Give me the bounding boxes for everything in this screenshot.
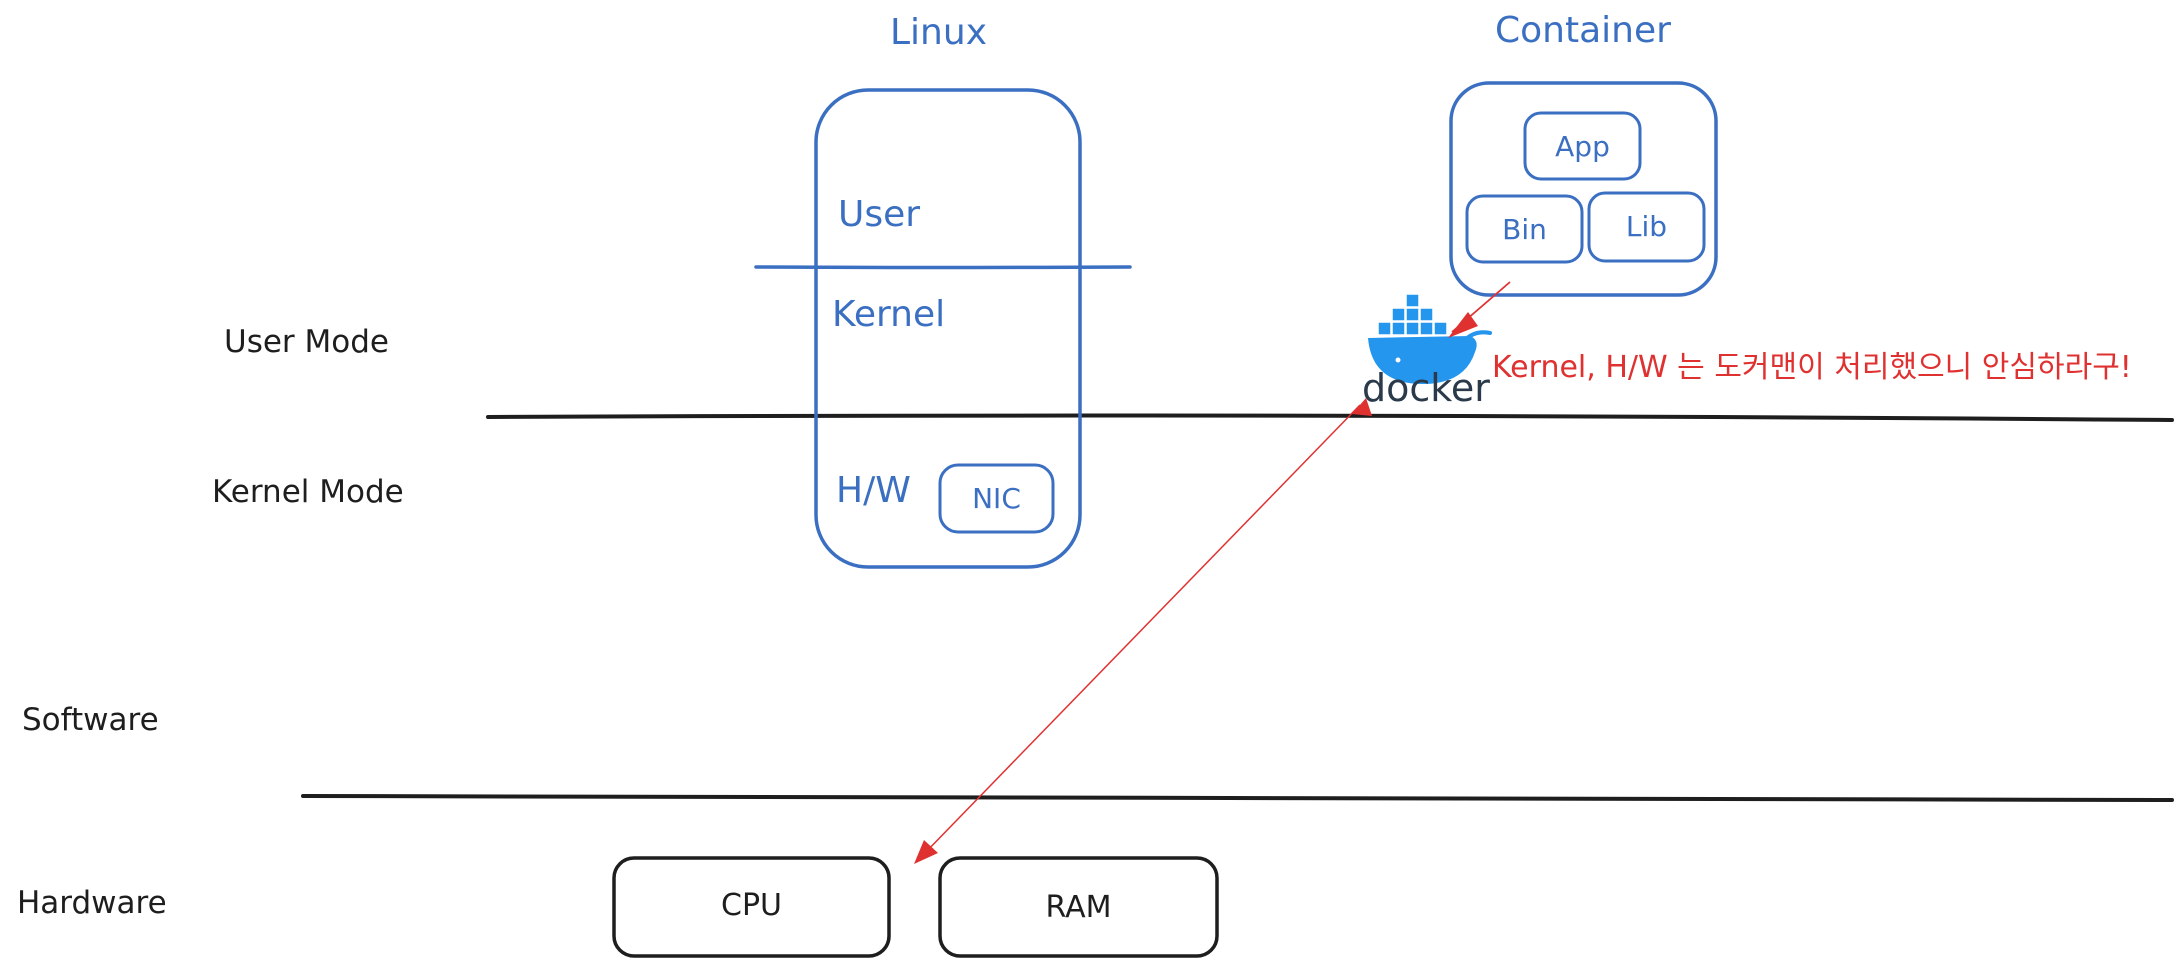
lib-box xyxy=(1587,191,1706,263)
docker-to-cpu-arrowhead xyxy=(914,840,938,864)
docker-to-cpu-arrow xyxy=(922,404,1361,856)
hardware-label: Hardware xyxy=(17,885,167,921)
lib-label: Lib xyxy=(1625,210,1668,243)
software-label: Software xyxy=(22,702,159,738)
docker-arrow-tail-head xyxy=(1352,398,1372,416)
linux-hw-label: H/W xyxy=(836,470,911,511)
kernel-mode-label: Kernel Mode xyxy=(212,474,404,510)
cpu-label: CPU xyxy=(721,888,782,923)
linux-box xyxy=(814,88,1082,569)
docker-note: Kernel, H/W 는 도커맨이 처리했으니 안심하라구! xyxy=(1492,350,2132,385)
container-box xyxy=(1449,81,1718,297)
cpu-box xyxy=(612,856,891,958)
nic-box xyxy=(938,463,1055,534)
app-label: App xyxy=(1555,130,1610,163)
user-mode-label: User Mode xyxy=(224,324,389,360)
user-kernel-divider xyxy=(486,413,2174,422)
linux-title: Linux xyxy=(890,12,987,53)
bin-box xyxy=(1465,194,1584,264)
container-to-docker-arrowhead xyxy=(1448,312,1478,338)
docker-whale-icon xyxy=(1368,293,1492,385)
ram-label: RAM xyxy=(1045,890,1112,925)
app-box xyxy=(1523,111,1642,181)
nic-label: NIC xyxy=(972,482,1021,515)
container-title: Container xyxy=(1495,10,1671,51)
docker-wordmark: docker xyxy=(1362,366,1490,410)
software-hardware-divider xyxy=(301,794,2174,802)
linux-user-kernel-separator xyxy=(754,265,1132,270)
ram-box xyxy=(938,856,1219,958)
bin-label: Bin xyxy=(1502,213,1547,246)
linux-user-label: User xyxy=(838,194,921,235)
linux-kernel-label: Kernel xyxy=(832,294,946,335)
